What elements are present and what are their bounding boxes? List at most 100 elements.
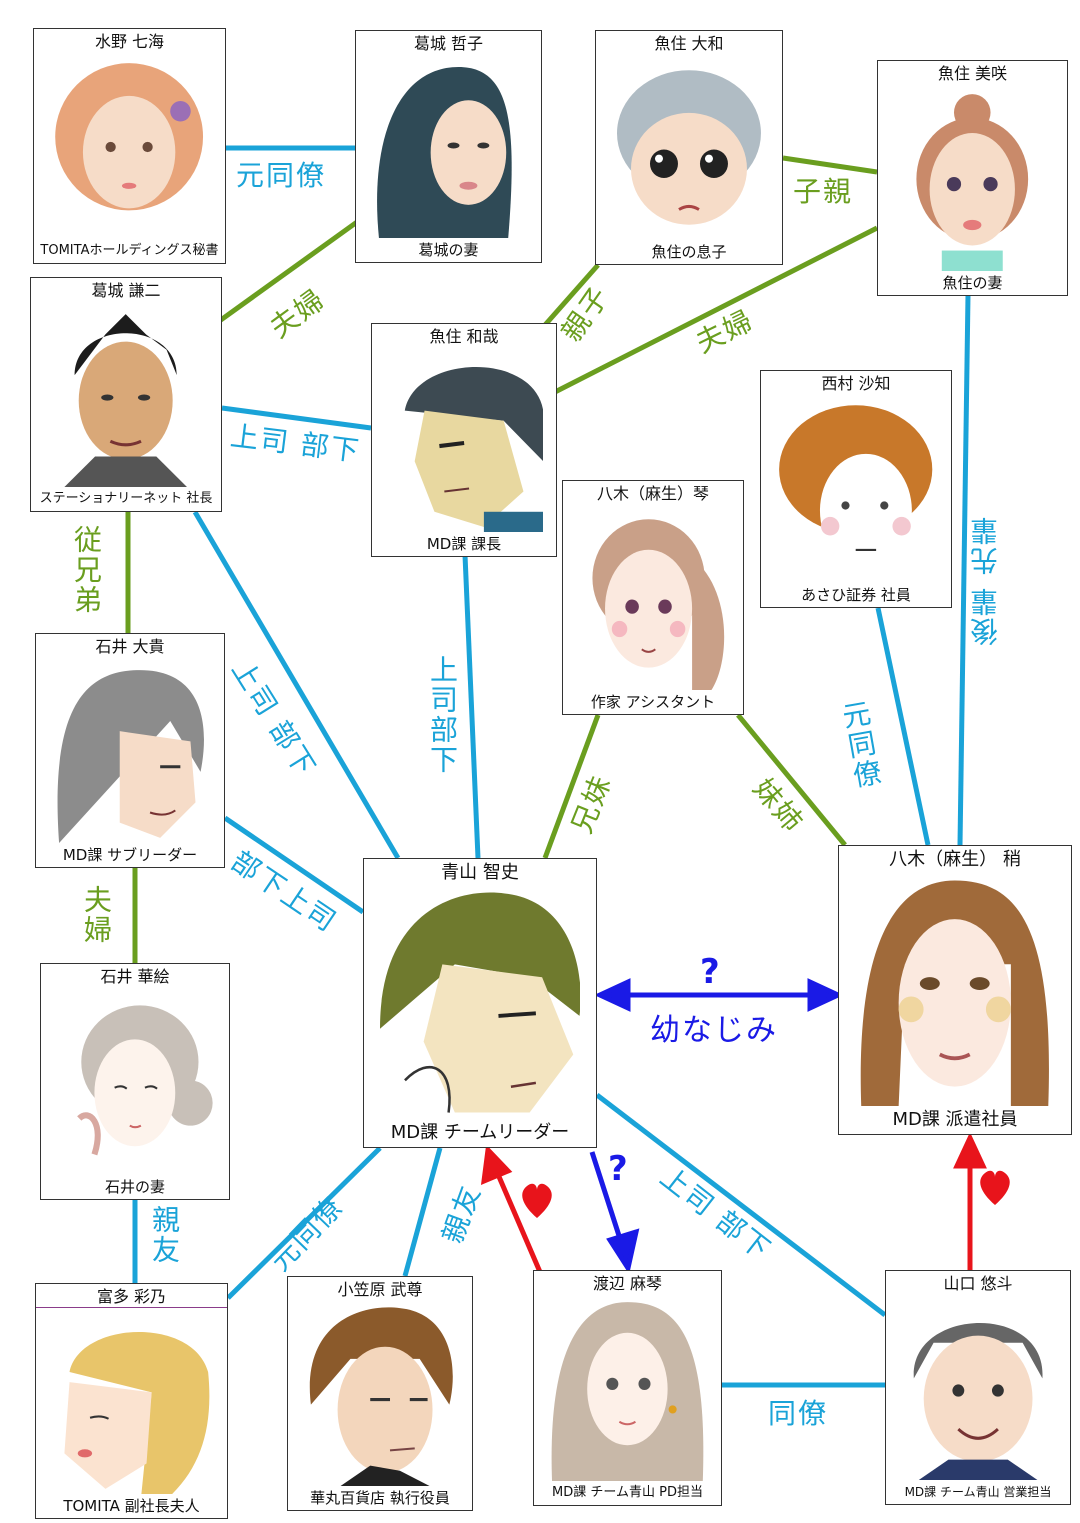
label-former-colleague: 元同僚 (236, 159, 327, 192)
person-name: 小笠原 武尊 (337, 1280, 423, 1299)
card-tomita-ayano[interactable]: 富多 彩乃 TOMITA 副社長夫人 (35, 1283, 228, 1519)
person-role: 石井の妻 (104, 1178, 165, 1196)
portrait (369, 57, 528, 238)
person-role: MD課 サブリーダー (62, 846, 198, 864)
portrait (49, 660, 211, 843)
portrait (44, 304, 207, 487)
person-name: 八木（麻生）琴 (596, 484, 709, 503)
person-name: 山口 悠斗 (943, 1274, 1013, 1293)
link-koto-yagi (736, 713, 847, 847)
link-nishimura-yagi (875, 607, 931, 846)
label-childhood-friends: 幼なじみ (650, 1013, 778, 1048)
card-yamaguchi[interactable]: 山口 悠斗 MD課 チーム青山 営業担当 (885, 1270, 1071, 1505)
person-role: MD課 チーム青山 営業担当 (904, 1485, 1052, 1499)
person-role: TOMITA 副社長夫人 (63, 1497, 200, 1515)
person-role: 魚住の息子 (651, 243, 727, 261)
portrait (380, 887, 580, 1119)
card-aoyama[interactable]: 青山 智史 MD課 チームリーダー (363, 858, 597, 1148)
portrait (54, 990, 216, 1175)
card-katsuragi-tetsuko[interactable]: 葛城 哲子 葛城の妻 (355, 30, 542, 263)
person-role: 葛城の妻 (418, 241, 479, 259)
person-role: 魚住の妻 (942, 274, 1003, 292)
person-name: 青山 智史 (441, 862, 519, 883)
arrow-icon (953, 1132, 987, 1169)
portrait (385, 350, 544, 532)
arrow-icon (606, 1228, 640, 1275)
label-couple-3: 夫婦 (80, 885, 113, 945)
person-role: MD課 チームリーダー (390, 1122, 570, 1143)
link-ishii-aoyama (223, 815, 365, 915)
link-aoyama-yamaguchi (595, 1093, 887, 1317)
person-role: あさひ証券 社員 (801, 586, 911, 604)
arrow-icon (594, 978, 631, 1012)
link-tetsuko-kenji (216, 219, 359, 325)
card-uozumi-kazuya[interactable]: 魚住 和哉 MD課 課長 (371, 323, 557, 557)
portrait (301, 1303, 459, 1486)
portrait (774, 397, 937, 583)
label-parent-child: 子親 (793, 175, 854, 208)
person-name: 渡辺 麻琴 (592, 1274, 663, 1293)
person-name: 魚住 和哉 (429, 327, 499, 346)
card-katsuragi-kenji[interactable]: 葛城 謙二 ステーショナリーネット 社長 (30, 277, 222, 512)
portrait (855, 874, 1055, 1106)
link-kenji-aoyama (192, 510, 401, 860)
person-role: 作家 アシスタント (590, 693, 716, 711)
person-name: 葛城 謙二 (91, 281, 161, 300)
heart-icon (980, 1170, 1010, 1205)
person-role: TOMITAホールディングス秘書 (40, 243, 219, 258)
question-arrow-line (589, 1151, 625, 1246)
label-cousins: 従兄弟 (70, 525, 103, 615)
person-role: MD課 派遣社員 (892, 1109, 1018, 1130)
card-uozumi-misaki[interactable]: 魚住 美咲 魚住の妻 (877, 60, 1068, 296)
person-name: 水野 七海 (94, 32, 165, 51)
person-name: 西村 沙知 (821, 374, 891, 393)
person-role: 華丸百貨店 執行役員 (310, 1489, 450, 1507)
link-aoyama-ogasawara (402, 1147, 443, 1277)
person-role: MD課 チーム青山 PD担当 (552, 1485, 703, 1500)
card-mizuno[interactable]: 水野 七海 TOMITAホールディングス秘書 (33, 28, 226, 264)
person-name: 葛城 哲子 (413, 34, 484, 53)
portrait (49, 1311, 213, 1494)
label-juniors-seniors: 後輩 先輩 (969, 515, 1002, 646)
card-yagi-shou[interactable]: 八木（麻生） 稍 MD課 派遣社員 (838, 845, 1072, 1135)
arrow-icon (807, 978, 844, 1012)
person-name: 富多 彩乃 (96, 1287, 167, 1306)
portrait (899, 1297, 1057, 1480)
divider (36, 1307, 227, 1308)
arrow-icon (480, 1144, 513, 1185)
person-name: 石井 大貴 (95, 637, 165, 656)
link-kenji-kazuya (221, 405, 372, 431)
card-uozumi-yamato[interactable]: 魚住 大和 魚住の息子 (595, 30, 783, 265)
card-watanabe[interactable]: 渡辺 麻琴 MD課 チーム青山 PD担当 (533, 1270, 722, 1506)
portrait (547, 1297, 708, 1481)
person-role: MD課 課長 (426, 535, 502, 553)
link-misaki-yagi (957, 294, 971, 846)
label-close-friend: 親友 (148, 1205, 181, 1265)
card-ogasawara[interactable]: 小笠原 武尊 華丸百貨店 執行役員 (287, 1276, 473, 1511)
link-kazuya-aoyama (462, 554, 481, 859)
person-name: 八木（麻生） 稍 (889, 849, 1021, 870)
portrait (891, 87, 1054, 271)
portrait (609, 57, 769, 240)
love-arrow-watanabe (494, 1171, 543, 1273)
link-yamato-misaki (782, 155, 878, 175)
label-boss-sub-vertical: 上司部下 (426, 655, 459, 775)
heart-icon (522, 1183, 552, 1218)
question-mark-2: ? (608, 1149, 630, 1189)
link-yamato-kazuya (543, 263, 600, 327)
person-name: 魚住 大和 (654, 34, 724, 53)
portrait (47, 55, 211, 239)
card-yagi-koto[interactable]: 八木（麻生）琴 作家 アシスタント (562, 480, 744, 715)
person-name: 魚住 美咲 (937, 64, 1008, 83)
label-colleague: 同僚 (768, 1397, 829, 1430)
question-mark: ? (700, 952, 722, 992)
link-aoyama-ayano (226, 1146, 382, 1300)
portrait (576, 507, 731, 690)
card-ishii-daiki[interactable]: 石井 大貴 MD課 サブリーダー (35, 633, 225, 868)
link-koto-aoyama (542, 714, 601, 859)
person-name: 石井 華絵 (100, 967, 170, 986)
card-nishimura[interactable]: 西村 沙知 あさひ証券 社員 (760, 370, 952, 608)
card-ishii-hanae[interactable]: 石井 華絵 石井の妻 (40, 963, 230, 1200)
person-role: ステーショナリーネット 社長 (39, 491, 213, 506)
